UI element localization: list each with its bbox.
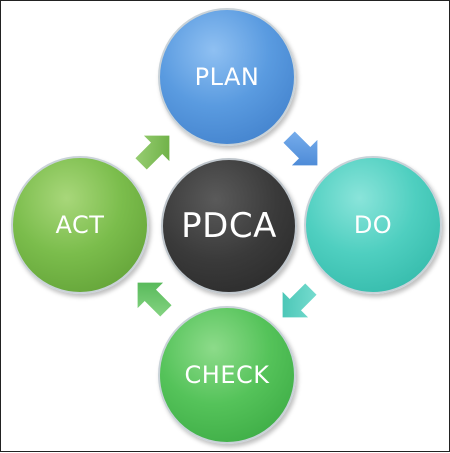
node-do-label: DO bbox=[353, 211, 393, 239]
arrow-check-to-act bbox=[137, 282, 172, 317]
arrow-plan-to-do bbox=[283, 131, 318, 166]
arrow-do-to-check bbox=[282, 283, 317, 318]
node-act: ACT bbox=[11, 156, 149, 294]
center-label: PDCA bbox=[181, 206, 277, 246]
node-check-label: CHECK bbox=[184, 361, 270, 389]
arrow-act-to-plan bbox=[135, 135, 170, 170]
node-plan: PLAN bbox=[158, 8, 296, 146]
node-check: CHECK bbox=[158, 306, 296, 444]
node-center-pdca: PDCA bbox=[161, 158, 297, 294]
node-do: DO bbox=[304, 156, 442, 294]
node-plan-label: PLAN bbox=[194, 63, 260, 91]
node-act-label: ACT bbox=[55, 211, 105, 239]
